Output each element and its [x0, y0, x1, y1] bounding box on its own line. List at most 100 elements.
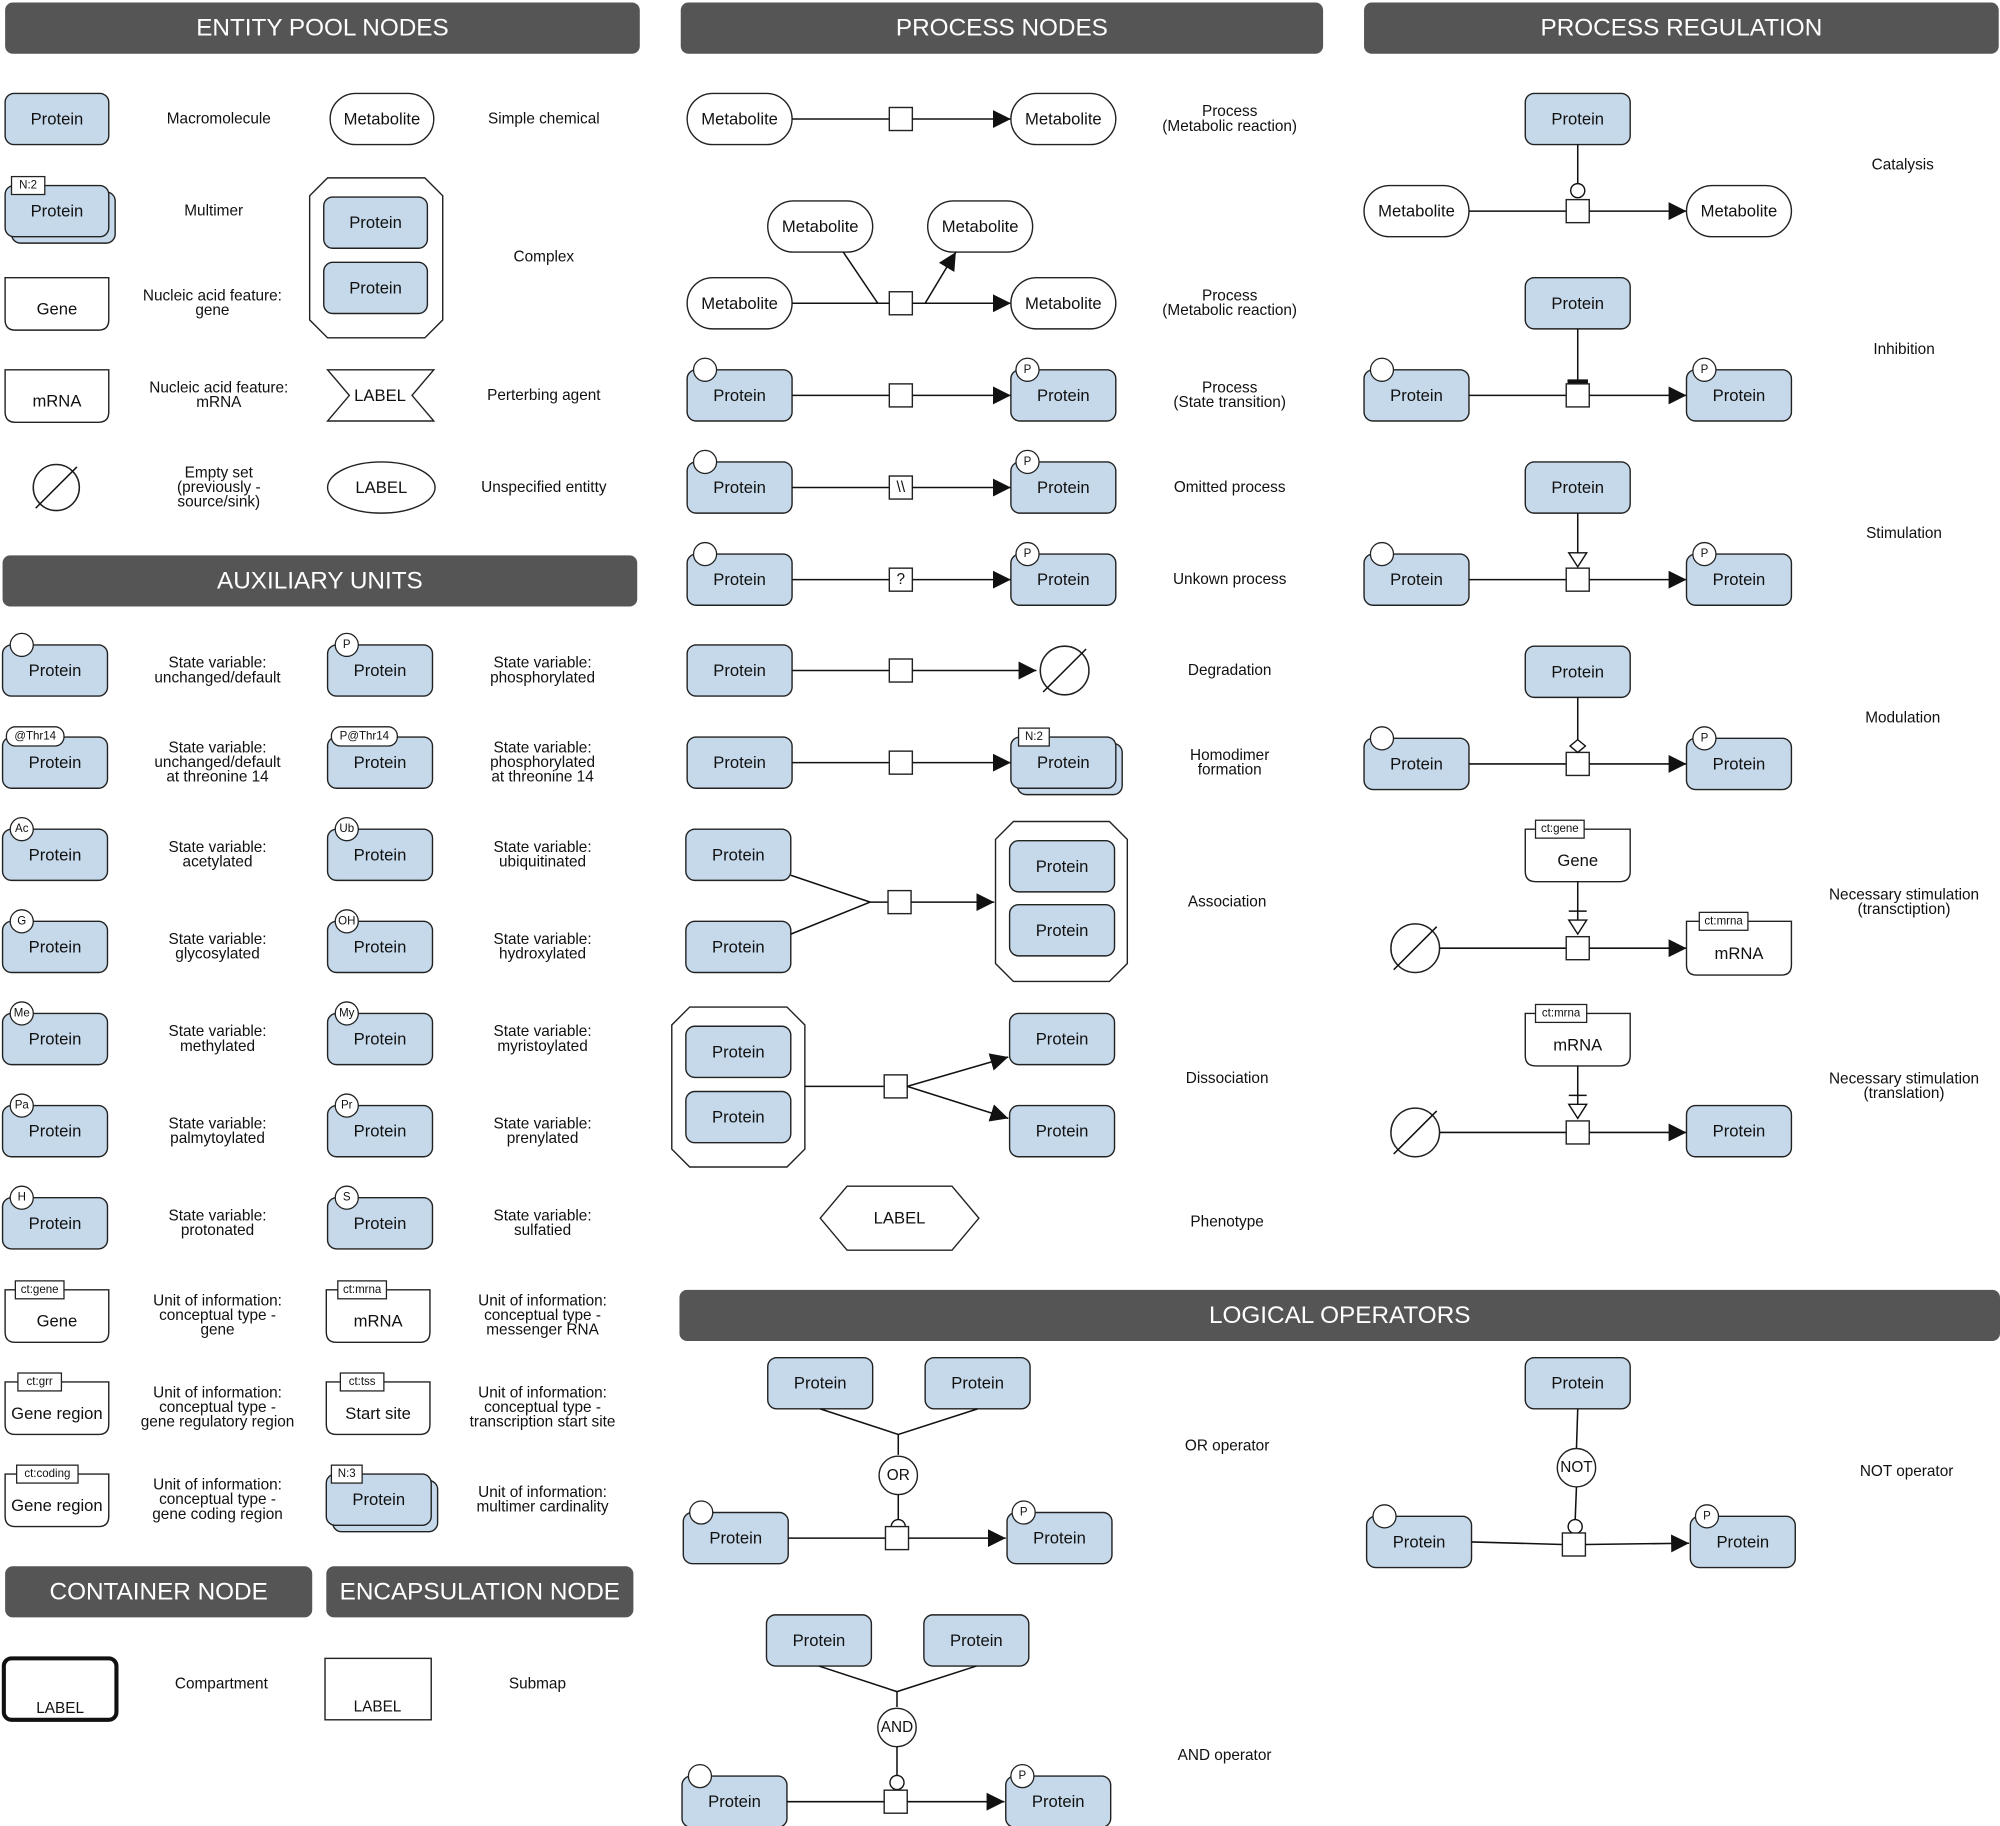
- aux-label-sv_hydroxy: State variable:: [493, 931, 591, 948]
- empty-set-label: source/sink): [177, 494, 260, 511]
- aux-label-sv_phos_thr: at threonine 14: [491, 769, 594, 786]
- state-variable: [1369, 357, 1395, 382]
- pr-catalysis-out-text: Metabolite: [1701, 202, 1778, 221]
- unit-of-information: [10, 175, 46, 196]
- pr-catalysis-in-text: Metabolite: [1378, 202, 1455, 221]
- ui-tss-label: conceptual type -: [484, 1399, 601, 1416]
- aux-protein-sv_methyl-text: Protein: [29, 1030, 82, 1049]
- ui-coding-label: conceptual type -: [159, 1491, 276, 1508]
- header-process-nodes: PROCESS NODES: [680, 2, 1324, 54]
- pn-label-degradation: Degradation: [1188, 662, 1272, 679]
- ui-mrna-node: [325, 1289, 431, 1344]
- pr-label-nec-transcription: Necessary stimulation: [1829, 886, 1979, 903]
- aux-protein-sv_palm-text: Protein: [29, 1122, 82, 1141]
- pr-catalysis-out: [1685, 184, 1793, 238]
- pn-metab-out-2-text: Metabolite: [1025, 294, 1102, 313]
- state-variable-text: P: [1701, 732, 1709, 744]
- state-variable: [1369, 726, 1395, 751]
- aux-label-sv_glyco: glycosylated: [175, 946, 259, 963]
- state-variable-text: H: [18, 1192, 26, 1204]
- header-auxiliary-units-bg: [2, 555, 638, 607]
- aux-label-sv_glyco: State variable:: [168, 931, 266, 948]
- aux-protein-sv_acetyl: [1, 828, 109, 882]
- state-variable: [334, 1001, 359, 1026]
- aux-label-sv_ubiq: ubiquitinated: [499, 854, 586, 871]
- pn-label-association: Association: [1188, 894, 1266, 911]
- macromolecule-node-text: Protein: [31, 110, 84, 129]
- header-process-nodes-title: PROCESS NODES: [896, 15, 1108, 42]
- macromolecule-label: Macromolecule: [167, 111, 271, 128]
- state-variable: [1372, 1504, 1397, 1529]
- or-merge: [819, 1408, 978, 1436]
- pn-degradation-in-text: Protein: [713, 661, 766, 680]
- process-node-text: ?: [897, 571, 906, 588]
- and-operator-label: AND operator: [1178, 1747, 1272, 1764]
- pr-translation-out-text: Protein: [1713, 1122, 1766, 1141]
- unit-of-information: [1698, 911, 1749, 931]
- ui-mrna-label: messenger RNA: [486, 1322, 599, 1339]
- phenotype-node: [819, 1185, 980, 1251]
- state-variable: [1010, 1763, 1035, 1789]
- state-variable-text: Ub: [339, 823, 354, 835]
- aux-label-sv_ubiq: State variable:: [493, 839, 591, 856]
- ui-card-label: multimer cardinality: [476, 1498, 608, 1515]
- state-variable: [692, 357, 718, 382]
- aux-label-sv_sulf: State variable:: [493, 1208, 591, 1225]
- pn-dissoc-out-2: [1008, 1104, 1116, 1158]
- and-out-main-text: Protein: [1032, 1792, 1085, 1811]
- pr-translation-out: [1685, 1104, 1793, 1158]
- aux-label-sv_prenyl: State variable:: [493, 1115, 591, 1132]
- aux-label-sv_phos: State variable:: [493, 655, 591, 672]
- aux-protein-sv_sulf-text: Protein: [354, 1214, 407, 1233]
- pn-homodimer-out-text: Protein: [1037, 753, 1090, 772]
- state-variable-text: Me: [14, 1007, 30, 1019]
- phenotype-text: LABEL: [874, 1209, 926, 1228]
- aux-protein-sv_methyl: [1, 1012, 109, 1066]
- perturbing-label: Perterbing agent: [487, 387, 601, 404]
- compartment-label: Compartment: [175, 1675, 269, 1692]
- aux-label-sv_default: unchanged/default: [154, 669, 281, 686]
- aux-protein-sv_glyco: [1, 920, 109, 974]
- aux-label-sv_myrist: myristoylated: [497, 1038, 587, 1055]
- state-variable: [692, 541, 718, 567]
- complex-label: Complex: [514, 249, 575, 266]
- pr-stimulation-modifier-text: Protein: [1551, 478, 1604, 497]
- pn-label-state-transition: Process: [1202, 380, 1258, 397]
- pn-dissoc-complex-p1-text: Protein: [712, 1042, 765, 1061]
- header-process-nodes-bg: [680, 2, 1324, 54]
- ui-gene-node: [4, 1289, 110, 1344]
- state-variable: [1015, 357, 1040, 382]
- compartment-node: [1, 1656, 119, 1722]
- pn-state-transition-out: [1010, 369, 1117, 422]
- or-in-main-text: Protein: [709, 1529, 762, 1548]
- aux-protein-sv_sulf: [326, 1197, 434, 1250]
- mrna-feature-label: mRNA: [196, 394, 242, 411]
- pr-label-nec-translation: (translation): [1864, 1085, 1945, 1102]
- unspecified-label: Unspecified entitty: [481, 479, 607, 496]
- arc-line: [1471, 1541, 1563, 1546]
- state-variable: [9, 1185, 34, 1210]
- ui-cardinality-node-text: Protein: [352, 1490, 405, 1509]
- state-variable: [687, 1763, 713, 1789]
- header-encapsulation-node-title: ENCAPSULATION NODE: [340, 1578, 620, 1605]
- pr-mrna-out-text: mRNA: [1714, 944, 1764, 963]
- header-logical-operators-bg: [679, 1289, 2000, 1342]
- state-variable-text: Pr: [341, 1100, 353, 1112]
- state-variable: [692, 449, 718, 475]
- state-variable: [1015, 449, 1040, 475]
- pr-label-modulation: Modulation: [1865, 709, 1940, 726]
- aux-protein-sv_ubiq-text: Protein: [354, 845, 407, 864]
- aux-label-sv_acetyl: acetylated: [183, 854, 253, 871]
- empty-set-label: (previously -: [177, 479, 261, 496]
- aux-label-sv_prenyl: prenylated: [507, 1130, 579, 1147]
- pn-label-homodimer: formation: [1198, 761, 1262, 778]
- unit-of-information-text: N:3: [338, 1468, 356, 1480]
- pn-assoc-in-1: [685, 828, 792, 882]
- unit-of-information-text: ct:coding: [24, 1468, 70, 1480]
- aux-label-sv_default_thr: at threonine 14: [166, 769, 269, 786]
- unit-of-information: [17, 1372, 63, 1392]
- unit-of-information-text: ct:gene: [1541, 823, 1579, 835]
- aux-label-sv_proton: State variable:: [168, 1208, 266, 1225]
- pr-mrna-out: [1685, 920, 1793, 976]
- pn-assoc-in-2-text: Protein: [712, 937, 765, 956]
